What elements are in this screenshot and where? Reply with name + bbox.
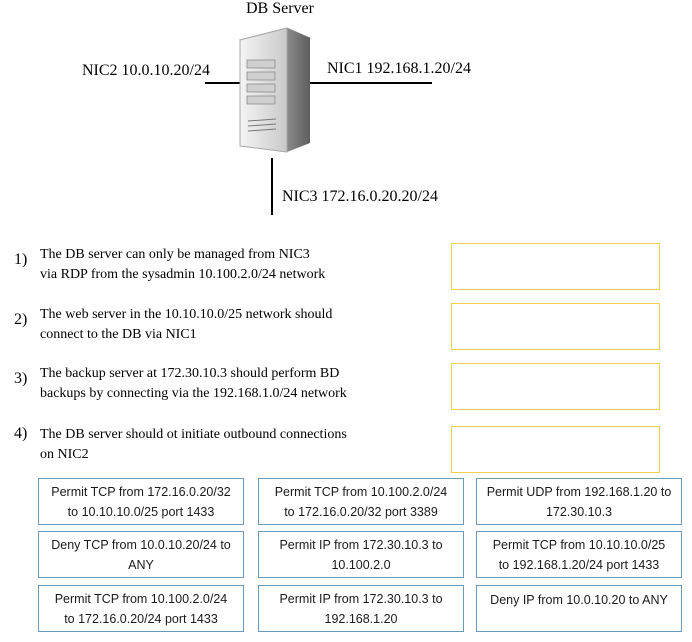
rule-option-line2: to 172.16.0.20/24 port 1433 [64,611,218,626]
rule-option-line1: Deny IP from 10.0.10.20 to ANY [490,593,668,607]
answer-drop-target-1[interactable] [451,243,660,290]
rule-option[interactable]: Permit IP from 172.30.10.3 to 192.168.1.2… [258,585,464,632]
rule-option-line2: 10.100.2.0 [331,557,391,572]
rule-option[interactable]: Permit TCP from 10.100.2.0/24 to 172.16.0… [38,585,244,632]
rule-option-line1: Permit UDP from 192.168.1.20 to [486,484,672,499]
requirement-text-line1: The DB server should ot initiate outboun… [40,427,347,442]
requirement-number: 3) [14,370,28,387]
rule-option-line2: 192.168.1.20 [324,611,398,626]
requirement-text-line2: on NIC2 [40,447,89,462]
nic3-label: NIC3 172.16.0.20.20/24 [282,188,438,205]
rule-option-line2: to 10.10.10.0/25 port 1433 [67,504,215,519]
requirement-number: 4) [14,425,28,442]
requirement-text-line1: The DB server can only be managed from N… [40,247,310,262]
requirement-text-line2: via RDP from the sysadmin 10.100.2.0/24 … [40,267,326,282]
rule-option[interactable]: Permit TCP from 10.10.10.0/25 to 192.168.… [476,531,682,578]
rule-option-line1: Permit TCP from 10.100.2.0/24 [274,484,448,499]
nic1-label: NIC1 192.168.1.20/24 [327,60,471,77]
rule-option-line1: Permit TCP from 172.16.0.20/32 [51,484,231,499]
rule-option[interactable]: Permit TCP from 10.100.2.0/24 to 172.16.0… [258,478,464,525]
diagram-title: DB Server [246,0,314,17]
answer-drop-target-4[interactable] [451,426,660,473]
rule-option[interactable]: Permit TCP from 172.16.0.20/32 to 10.10.1… [38,478,244,525]
rule-option-line2: to 192.168.1.20/24 port 1433 [498,557,660,572]
server-tower-icon [238,27,312,153]
answer-drop-target-3[interactable] [451,363,660,410]
rule-option[interactable]: Deny TCP from 10.0.10.20/24 to ANY [38,531,244,578]
rule-option-line1: Permit TCP from 10.10.10.0/25 [492,537,666,552]
rule-option-line1: Permit TCP from 10.100.2.0/24 [54,591,228,606]
requirement-text-line2: connect to the DB via NIC1 [40,327,197,342]
rule-option-line2: 172.30.10.3 [545,504,613,519]
answer-drop-target-2[interactable] [451,303,660,350]
network-diagram [205,27,432,215]
rule-option[interactable]: Deny IP from 10.0.10.20 to ANY [476,585,682,632]
rule-option-line1: Permit IP from 172.30.10.3 to [279,591,443,606]
rule-option-line2: to 172.16.0.20/32 port 3389 [284,504,438,519]
rule-option-line1: Permit IP from 172.30.10.3 to [279,537,443,552]
requirement-number: 1) [14,251,28,268]
rule-option[interactable]: Permit UDP from 192.168.1.20 to 172.30.10… [476,478,682,525]
nic2-label: NIC2 10.0.10.20/24 [82,62,210,79]
requirement-text-line2: backups by connecting via the 192.168.1.… [40,386,347,401]
rule-option-line1: Deny TCP from 10.0.10.20/24 to [51,537,231,552]
requirement-text-line1: The backup server at 172.30.10.3 should … [40,366,340,381]
rule-option[interactable]: Permit IP from 172.30.10.3 to 10.100.2.0 [258,531,464,578]
requirement-number: 2) [14,311,28,328]
requirement-text-line1: The web server in the 10.10.10.0/25 netw… [40,307,333,322]
rule-option-line2: ANY [128,557,154,572]
